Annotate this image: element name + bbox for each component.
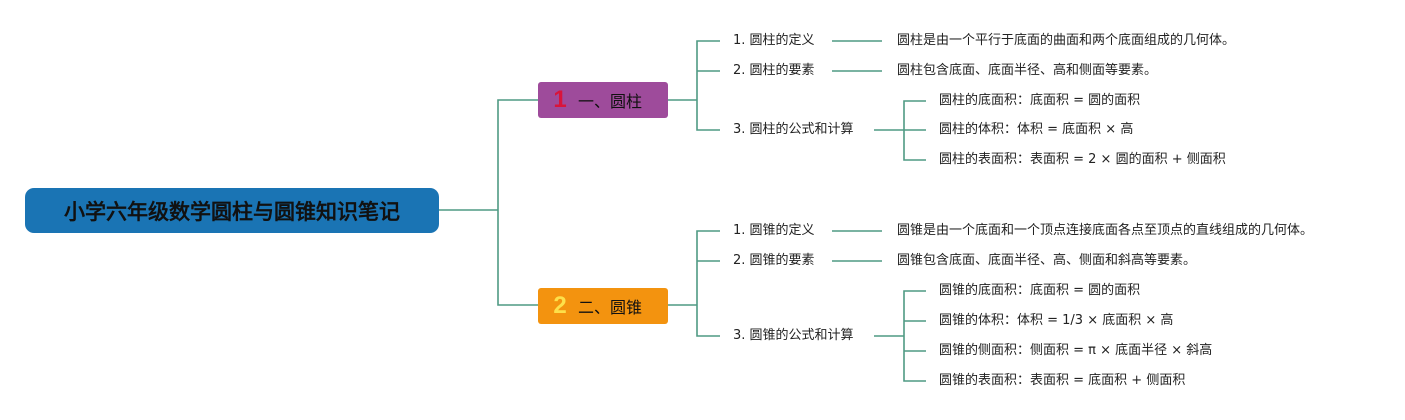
topic-cylinder-definition[interactable]: 1. 圆柱的定义 [733,33,815,48]
detail-cylinder-definition[interactable]: 圆柱是由一个平行于底面的曲面和两个底面组成的几何体。 [897,33,1236,48]
branch-cone[interactable]: 2 二、圆锥 [538,288,668,324]
topic-cylinder-elements[interactable]: 2. 圆柱的要素 [733,63,815,78]
topic-cone-definition[interactable]: 1. 圆锥的定义 [733,223,815,238]
detail-cylinder-volume[interactable]: 圆柱的体积：体积 = 底面积 × 高 [939,122,1134,137]
connector-root-branches [439,99,538,306]
branch-label: 一、圆柱 [578,92,643,111]
connector-b2-t3 [874,290,926,382]
topic-cone-formulas[interactable]: 3. 圆锥的公式和计算 [733,328,854,343]
branch-label: 二、圆锥 [578,298,643,317]
priority-1-icon: 1 [553,86,567,113]
detail-cylinder-elements[interactable]: 圆柱包含底面、底面半径、高和侧面等要素。 [897,63,1158,78]
priority-2-icon: 2 [553,292,567,319]
detail-cylinder-base-area[interactable]: 圆柱的底面积：底面积 = 圆的面积 [939,93,1141,108]
topic-cylinder-formulas[interactable]: 3. 圆柱的公式和计算 [733,122,854,137]
root-title: 小学六年级数学圆柱与圆锥知识笔记 [64,199,400,224]
connector-branch2-topics [668,230,720,337]
connector-b1-t3 [874,100,926,161]
connector-branch1-topics [668,40,720,131]
detail-cone-surface-area[interactable]: 圆锥的表面积：表面积 = 底面积 + 侧面积 [939,373,1186,388]
detail-cone-volume[interactable]: 圆锥的体积：体积 = 1/3 × 底面积 × 高 [939,313,1174,328]
detail-cone-definition[interactable]: 圆锥是由一个底面和一个顶点连接底面各点至顶点的直线组成的几何体。 [897,223,1314,238]
root-node[interactable]: 小学六年级数学圆柱与圆锥知识笔记 [25,188,439,233]
branch-cylinder[interactable]: 1 一、圆柱 [538,82,668,118]
detail-cylinder-surface-area[interactable]: 圆柱的表面积：表面积 = 2 × 圆的面积 + 侧面积 [939,152,1226,167]
topic-cone-elements[interactable]: 2. 圆锥的要素 [733,253,815,268]
detail-cone-base-area[interactable]: 圆锥的底面积：底面积 = 圆的面积 [939,283,1141,298]
detail-cone-elements[interactable]: 圆锥包含底面、底面半径、高、侧面和斜高等要素。 [897,253,1197,268]
detail-cone-lateral-area[interactable]: 圆锥的侧面积：侧面积 = π × 底面半径 × 斜高 [939,343,1213,358]
